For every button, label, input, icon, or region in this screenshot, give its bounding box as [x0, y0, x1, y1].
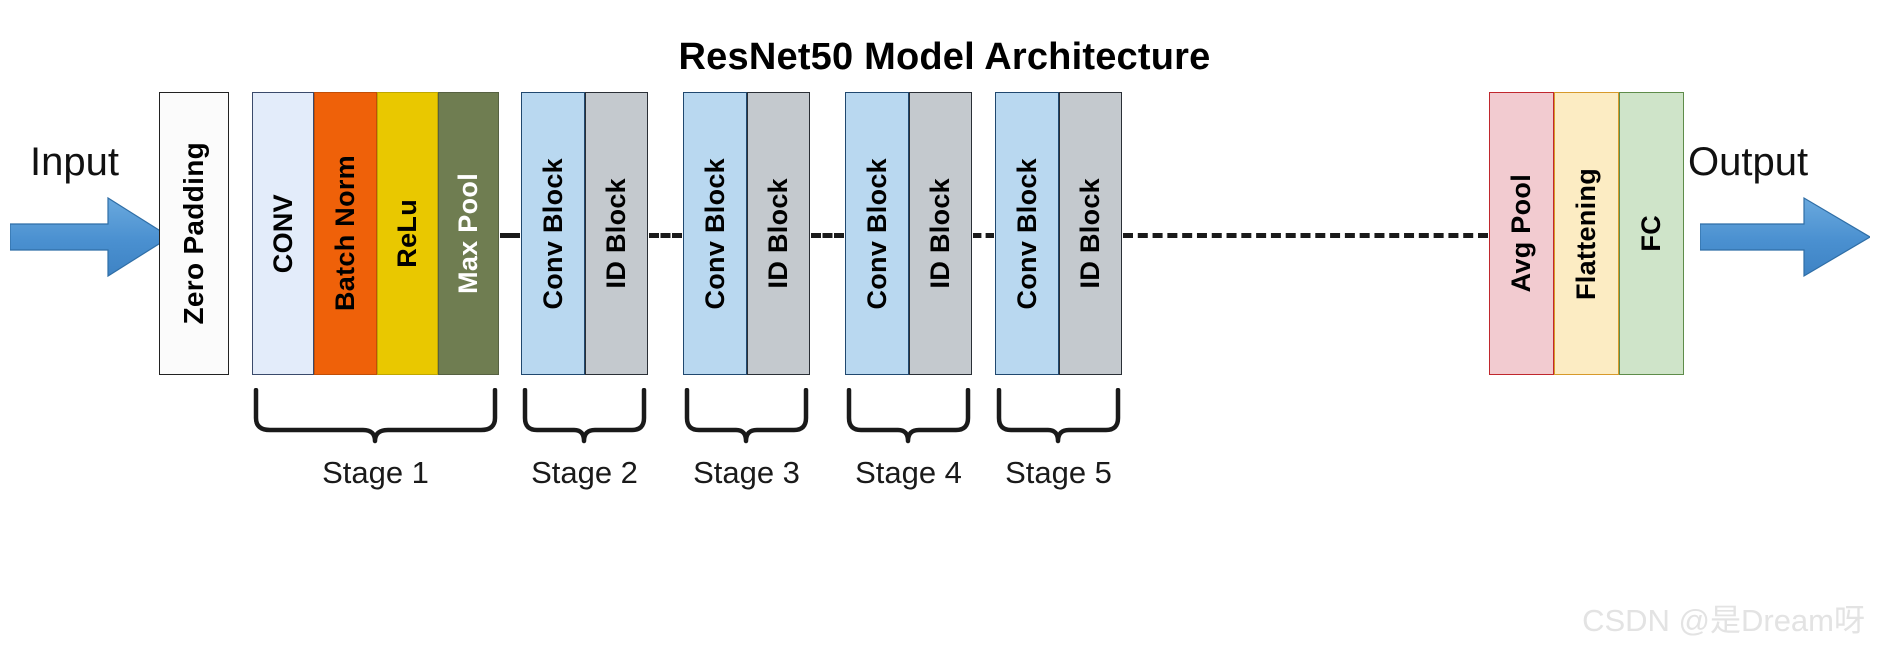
block-relu[interactable]: ReLu — [377, 92, 438, 375]
block-label: Conv Block — [699, 157, 730, 310]
output-label: Output — [1688, 140, 1809, 184]
block-conv-block[interactable]: Conv Block — [521, 92, 585, 375]
page-title: ResNet50 Model Architecture — [678, 36, 1211, 78]
brace-stage4 — [845, 388, 972, 446]
connector-stage2-stage3 — [649, 233, 682, 238]
block-label: ID Block — [763, 178, 793, 289]
brace-stage3 — [683, 388, 810, 446]
stage-label-4: Stage 4 — [855, 455, 962, 490]
block-label: ID Block — [1075, 178, 1105, 289]
block-zero-padding[interactable]: Zero Padding — [159, 92, 229, 375]
block-conv-block[interactable]: Conv Block — [683, 92, 747, 375]
zero-padding-group: Zero Padding — [159, 92, 229, 375]
stage2-group: Conv Block ID Block — [521, 92, 648, 375]
block-label: Conv Block — [1011, 157, 1042, 310]
brace-stage5 — [995, 388, 1122, 446]
block-conv-block[interactable]: Conv Block — [845, 92, 909, 375]
block-conv-block[interactable]: Conv Block — [995, 92, 1059, 375]
block-label: Conv Block — [537, 157, 568, 310]
block-id-block[interactable]: ID Block — [1059, 92, 1122, 375]
brace-stage1 — [252, 388, 499, 446]
block-label: Zero Padding — [178, 142, 209, 325]
block-label: ReLu — [392, 199, 422, 268]
block-label: Flattening — [1571, 167, 1601, 300]
block-id-block[interactable]: ID Block — [747, 92, 810, 375]
stage3-group: Conv Block ID Block — [683, 92, 810, 375]
right-arrow-icon — [1700, 196, 1870, 278]
block-id-block[interactable]: ID Block — [909, 92, 972, 375]
right-arrow-icon — [10, 196, 170, 278]
block-label: Max Pool — [453, 173, 483, 294]
input-label: Input — [30, 140, 119, 184]
stage-label-1: Stage 1 — [322, 455, 429, 490]
watermark: CSDN @是Dream呀 — [1582, 603, 1865, 638]
connector-stage4-stage5 — [973, 233, 994, 238]
brace-stage2 — [521, 388, 648, 446]
block-id-block[interactable]: ID Block — [585, 92, 648, 375]
stage4-group: Conv Block ID Block — [845, 92, 972, 375]
block-label: CONV — [267, 193, 298, 274]
block-max-pool[interactable]: Max Pool — [438, 92, 499, 375]
stage5-group: Conv Block ID Block — [995, 92, 1122, 375]
block-label: Conv Block — [861, 157, 892, 310]
stage-label-3: Stage 3 — [693, 455, 800, 490]
block-label: ID Block — [925, 178, 955, 289]
block-label: FC — [1636, 215, 1666, 252]
stage1-group: CONV Batch Norm ReLu Max Pool — [252, 92, 499, 375]
stage-label-2: Stage 2 — [531, 455, 638, 490]
block-conv[interactable]: CONV — [252, 92, 314, 375]
stage-label-5: Stage 5 — [1005, 455, 1112, 490]
block-avg-pool[interactable]: Avg Pool — [1489, 92, 1554, 375]
block-batch-norm[interactable]: Batch Norm — [314, 92, 377, 375]
connector-stage5-head — [1123, 233, 1488, 238]
connector-stage3-stage4 — [811, 233, 844, 238]
connector-stage1-stage2 — [500, 233, 520, 238]
block-flattening[interactable]: Flattening — [1554, 92, 1619, 375]
block-label: Avg Pool — [1506, 174, 1536, 293]
block-fc[interactable]: FC — [1619, 92, 1684, 375]
head-group: Avg Pool Flattening FC — [1489, 92, 1684, 375]
block-label: Batch Norm — [330, 155, 360, 312]
block-label: ID Block — [601, 178, 631, 289]
